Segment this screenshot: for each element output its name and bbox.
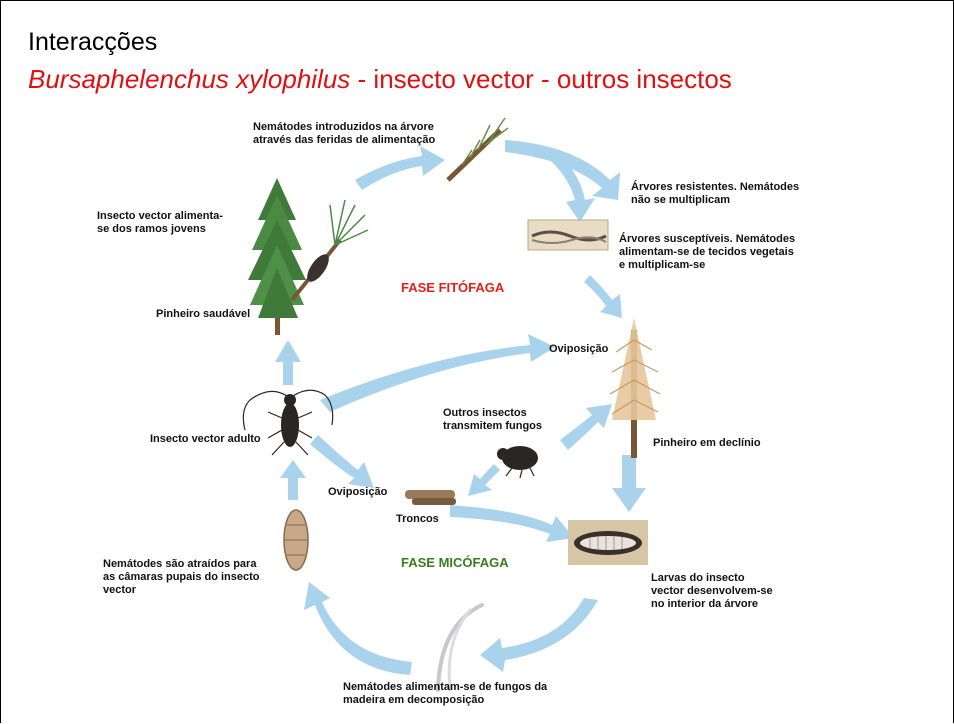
label-vector-feeds: Insecto vector alimenta- se dos ramos jo… <box>97 210 223 236</box>
healthy-pine-illustration <box>248 178 306 335</box>
pupa-illustration <box>283 509 309 571</box>
arrow-branch-to-susceptible <box>552 155 595 222</box>
label-line: alimentam-se de tecidos vegetais <box>619 246 794 258</box>
label-line: Insecto vector alimenta- <box>97 210 223 222</box>
label-line: Nemátodes são atraídos para <box>103 558 257 570</box>
label-declining-pine: Pinheiro em declínio <box>653 437 761 449</box>
label-line: vector <box>103 584 137 596</box>
label-line: as câmaras pupais do insecto <box>103 571 260 583</box>
declining-pine-illustration <box>609 318 661 458</box>
label-line: Árvores resistentes. Nemátodes <box>631 181 800 193</box>
nematodes-illustration <box>436 603 484 692</box>
arrow-insects-to-logs <box>468 464 500 496</box>
subtitle-rest: - insecto vector - outros insectos <box>350 64 732 94</box>
arrow-adult-to-logs <box>310 435 374 488</box>
larva-illustration <box>568 520 648 565</box>
label-line: através das feridas de alimentação <box>253 134 436 146</box>
label-nematodes-attracted: Nemátodes são atraídos para as câmaras p… <box>103 558 260 597</box>
wood-tissue-illustration <box>527 219 609 251</box>
label-line: e multiplicam-se <box>619 259 706 271</box>
species-name: Bursaphelenchus xylophilus <box>28 64 351 94</box>
label-line: vector desenvolvem-se <box>651 585 773 597</box>
arrow-logs-to-larvae <box>450 505 574 542</box>
arrow-insects-to-pine <box>560 404 612 450</box>
phase-micofaga-label: FASE MICÓFAGA <box>401 555 509 570</box>
logs-illustration <box>405 490 456 505</box>
label-oviposition-bottom: Oviposição <box>328 486 388 498</box>
arrow-adult-to-oviposition <box>320 334 555 412</box>
slide-title: Interacções <box>28 28 158 56</box>
arrow-pine-to-branch <box>355 146 445 190</box>
branch-feeding-illustration <box>290 199 369 302</box>
arrow-larvae-to-fungi <box>480 598 598 672</box>
label-line: Nemátodes introduzidos na árvore <box>253 121 434 133</box>
arrow-adult-to-pine <box>275 340 301 385</box>
label-nematodes-introduced: Nemátodes introduzidos na árvore através… <box>253 121 435 147</box>
label-nematodes-fungi: Nemátodes alimentam-se de fungos da made… <box>343 681 547 707</box>
label-line: Larvas do insecto <box>651 572 745 584</box>
label-line: se dos ramos jovens <box>97 223 206 235</box>
label-line: Outros insectos <box>443 407 527 419</box>
label-line: não se multiplicam <box>631 194 731 206</box>
label-line: Árvores susceptíveis. Nemátodes <box>619 233 796 245</box>
phase-fitofaga-label: FASE FITÓFAGA <box>401 280 505 295</box>
arrow-susceptible-to-decline <box>584 275 622 318</box>
twig-illustration <box>446 117 509 182</box>
label-line: no interior da árvore <box>651 598 758 610</box>
label-susceptible-trees: Árvores susceptíveis. Nemátodes alimenta… <box>619 233 795 272</box>
label-resistant-trees: Árvores resistentes. Nemátodes não se mu… <box>631 181 799 207</box>
label-oviposition-top: Oviposição <box>549 343 609 355</box>
label-logs: Troncos <box>396 513 439 525</box>
bark-beetle-illustration <box>497 446 538 479</box>
label-line: Nemátodes alimentam-se de fungos da <box>343 681 548 693</box>
adult-beetle-illustration <box>242 389 334 456</box>
arrow-decline-to-larvae <box>612 455 646 512</box>
arrow-fungi-to-pupa <box>304 582 412 675</box>
cycle-arrows <box>275 140 646 675</box>
slide-subtitle: Bursaphelenchus xylophilus - insecto vec… <box>28 64 732 95</box>
label-line: transmitem fungos <box>443 420 543 432</box>
arrow-branch-to-resistant <box>505 140 620 200</box>
label-line: madeira em decomposição <box>343 694 485 706</box>
label-adult-vector: Insecto vector adulto <box>150 433 261 445</box>
arrow-pupa-to-adult <box>280 460 306 500</box>
label-other-insects: Outros insectos transmitem fungos <box>443 407 542 433</box>
label-larvae: Larvas do insecto vector desenvolvem-se … <box>651 572 773 611</box>
label-healthy-pine: Pinheiro saudável <box>156 308 251 320</box>
